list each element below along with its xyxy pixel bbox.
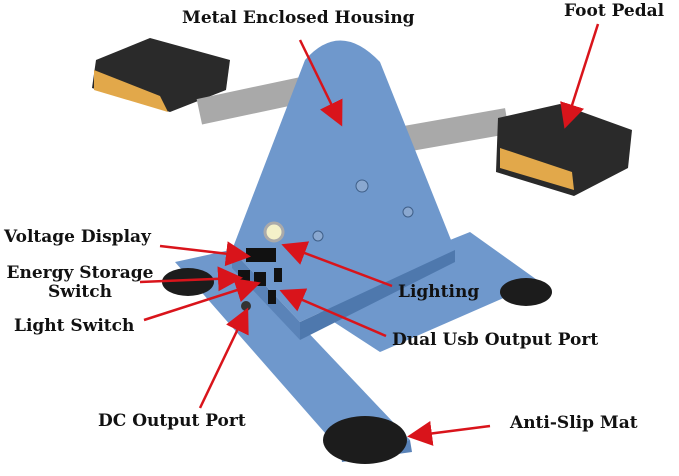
label-dual-usb: Dual Usb Output Port (392, 330, 599, 350)
label-foot-pedal: Foot Pedal (564, 1, 665, 21)
label-energy-storage-line1: Energy Storage (6, 263, 154, 283)
arrow-housing (298, 39, 343, 127)
label-light-switch: Light Switch (14, 316, 135, 336)
label-energy-storage-line2: Switch (48, 282, 112, 302)
label-voltage-display: Voltage Display (4, 227, 151, 247)
right-pedal (386, 104, 632, 196)
arrow-dc (198, 307, 249, 409)
left-pedal (92, 38, 310, 125)
arrow-antislip (407, 421, 491, 446)
arrow-pedal (560, 23, 600, 129)
label-anti-slip: Anti-Slip Mat (510, 413, 638, 433)
foot-pads (162, 268, 552, 464)
label-lighting: Lighting (398, 282, 480, 302)
arrow-energy (139, 266, 243, 292)
callout-arrows (139, 23, 600, 446)
arrow-usb (279, 288, 387, 338)
arrow-voltage (159, 241, 251, 267)
arrow-light-switch (143, 278, 261, 322)
label-metal-housing: Metal Enclosed Housing (182, 8, 415, 28)
label-energy-storage: Energy Storage Switch (2, 264, 158, 302)
arrow-lighting (281, 241, 393, 288)
label-dc-output: DC Output Port (98, 411, 246, 431)
